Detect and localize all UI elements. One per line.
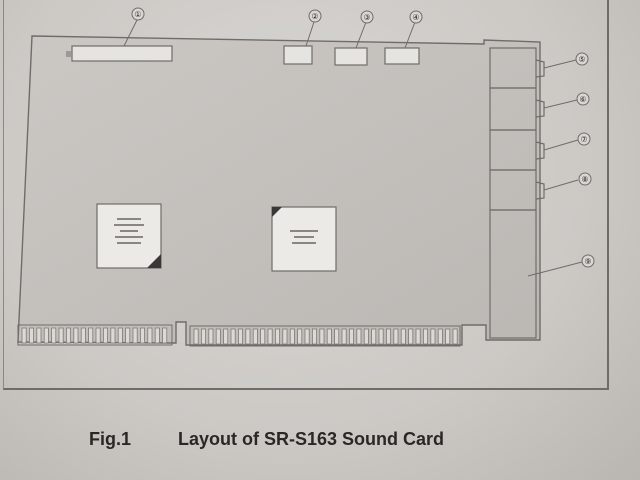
edge-finger <box>415 328 421 345</box>
edge-finger <box>154 327 160 344</box>
edge-finger <box>334 328 340 345</box>
edge-finger <box>393 328 399 345</box>
edge-finger <box>28 327 34 344</box>
callout-1-label: ① <box>134 10 141 19</box>
figure-caption: Fig.1 Layout of SR-S163 Sound Card <box>0 429 640 455</box>
edge-finger <box>371 328 377 345</box>
edge-finger <box>58 327 64 344</box>
callout-3: ③ <box>360 10 374 24</box>
callout-5: ⑤ <box>575 52 589 66</box>
edge-finger <box>297 328 303 345</box>
figure-frame <box>3 0 609 390</box>
edge-finger <box>80 327 86 344</box>
edge-finger <box>304 328 310 345</box>
edge-finger <box>408 328 414 345</box>
edge-finger <box>274 328 280 345</box>
jack-4-plug <box>535 181 545 200</box>
edge-finger <box>73 327 79 344</box>
small-connector-2 <box>334 47 368 66</box>
callout-7-label: ⑦ <box>580 135 587 144</box>
jack-1-plug <box>535 59 545 78</box>
bracket-jacks <box>489 47 545 339</box>
small-connector-1 <box>283 45 313 65</box>
edge-finger <box>311 328 317 345</box>
chip-right-markings <box>290 230 318 244</box>
edge-finger <box>215 328 221 345</box>
edge-finger <box>139 327 145 344</box>
edge-connector-right <box>189 325 461 347</box>
edge-finger <box>132 327 138 344</box>
edge-connector-left <box>17 324 173 346</box>
edge-finger <box>260 328 266 345</box>
edge-finger <box>282 328 288 345</box>
edge-finger <box>326 328 332 345</box>
edge-finger <box>117 327 123 344</box>
jack-3-plug <box>535 141 545 160</box>
edge-finger <box>125 327 131 344</box>
edge-finger <box>36 327 42 344</box>
edge-finger <box>230 328 236 345</box>
callout-2: ② <box>308 9 322 23</box>
edge-finger <box>110 327 116 344</box>
edge-finger <box>378 328 384 345</box>
edge-finger <box>147 327 153 344</box>
pcb-board-outline <box>17 35 541 346</box>
edge-finger <box>103 327 109 344</box>
edge-finger <box>43 327 49 344</box>
edge-finger <box>430 328 436 345</box>
callout-9: ⑨ <box>581 254 595 268</box>
chip-right-pin1-mark <box>272 207 282 217</box>
sound-card-layout-diagram: ① ② ③ ④ ⑤ ⑥ ⑦ ⑧ <box>17 7 595 347</box>
callout-4: ④ <box>409 10 423 24</box>
figure-number: Fig.1 <box>89 429 132 449</box>
edge-finger <box>445 328 451 345</box>
callout-1: ① <box>131 7 145 21</box>
callout-9-label: ⑨ <box>584 257 591 266</box>
edge-finger <box>21 327 27 344</box>
edge-finger <box>385 328 391 345</box>
edge-finger <box>363 328 369 345</box>
callout-2-label: ② <box>311 12 318 21</box>
edge-finger <box>452 328 458 345</box>
long-connector-pin1-mark <box>66 51 71 57</box>
edge-finger <box>341 328 347 345</box>
callout-8: ⑧ <box>578 172 592 186</box>
callout-6-label: ⑥ <box>579 95 586 104</box>
callout-3-label: ③ <box>363 13 370 22</box>
edge-finger <box>66 327 72 344</box>
edge-finger <box>400 328 406 345</box>
chip-left-pin1-mark <box>147 254 161 268</box>
leader-lines <box>123 19 583 277</box>
edge-finger <box>348 328 354 345</box>
edge-finger <box>356 328 362 345</box>
edge-finger <box>208 328 214 345</box>
callout-6: ⑥ <box>576 92 590 106</box>
edge-finger <box>289 328 295 345</box>
chip-right <box>271 206 337 272</box>
edge-finger <box>422 328 428 345</box>
callout-4-label: ④ <box>412 13 419 22</box>
edge-finger <box>237 328 243 345</box>
edge-finger <box>95 327 101 344</box>
edge-finger <box>162 327 168 344</box>
edge-finger <box>88 327 94 344</box>
chip-left-markings <box>114 218 144 244</box>
callout-8-label: ⑧ <box>581 175 588 184</box>
edge-finger <box>193 328 199 345</box>
edge-finger <box>267 328 273 345</box>
edge-finger <box>252 328 258 345</box>
jack-2-plug <box>535 99 545 118</box>
edge-finger <box>51 327 57 344</box>
edge-finger <box>223 328 229 345</box>
long-connector <box>71 45 173 62</box>
edge-finger <box>245 328 251 345</box>
edge-finger <box>200 328 206 345</box>
figure-title: Layout of SR-S163 Sound Card <box>178 429 445 449</box>
callout-7: ⑦ <box>577 132 591 146</box>
edge-finger <box>319 328 325 345</box>
callout-5-label: ⑤ <box>578 55 585 64</box>
edge-finger <box>437 328 443 345</box>
small-connector-3 <box>384 47 420 65</box>
